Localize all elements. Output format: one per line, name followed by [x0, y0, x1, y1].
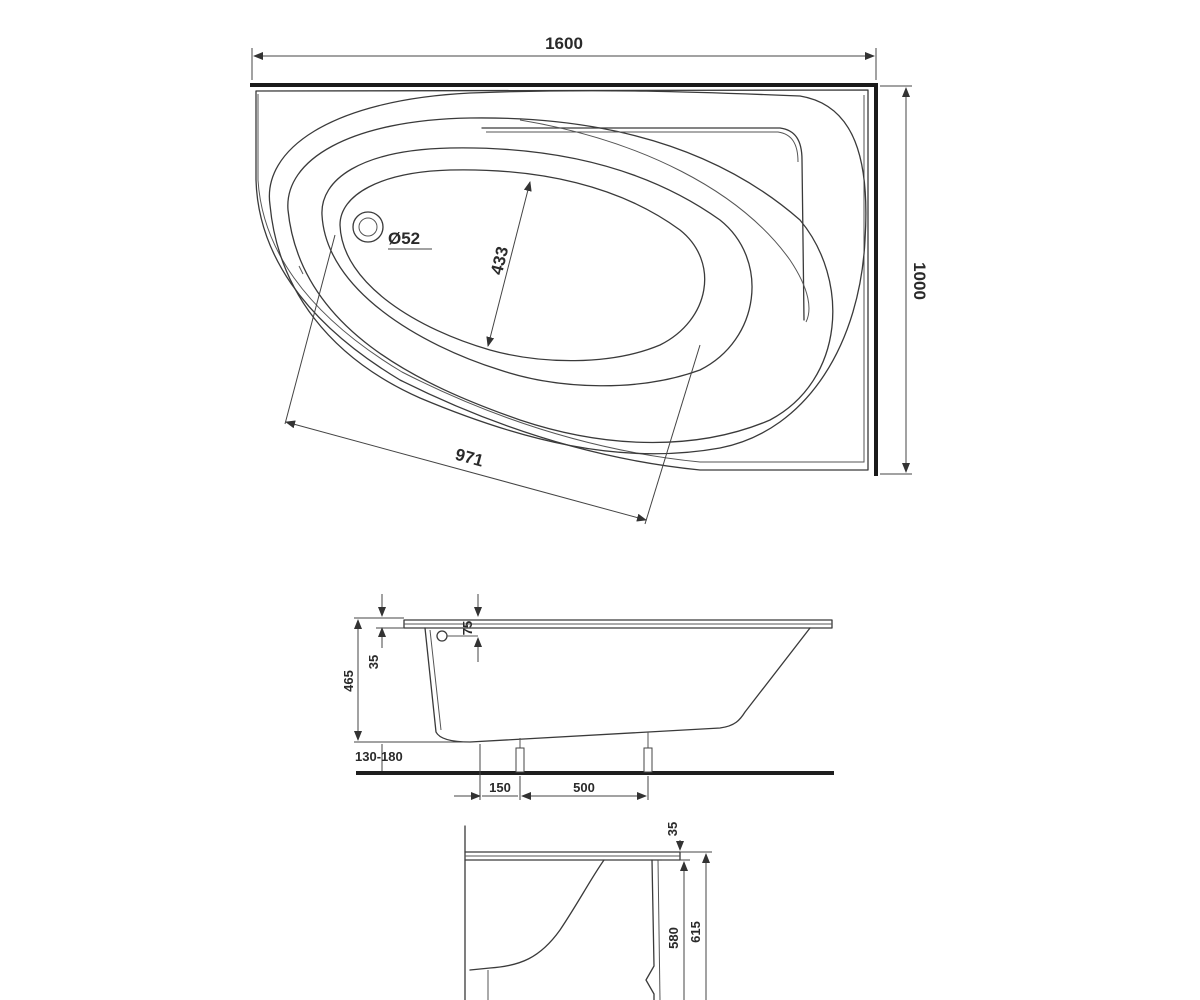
rim-label: 35	[366, 655, 381, 669]
tub-body	[424, 627, 811, 743]
width-label: 1600	[545, 34, 583, 53]
basin-edge-inner	[321, 147, 753, 387]
outer-height-label: 615	[688, 921, 703, 943]
basin-length-label: 971	[453, 445, 485, 471]
basin-width-label: 433	[487, 245, 512, 277]
end-side-wall	[645, 859, 655, 1000]
overflow-fitting	[436, 630, 448, 642]
outer-height-dimension: 615	[680, 851, 712, 1000]
legs-dimension: 130-180	[355, 744, 403, 771]
inner-height-dimension: 580	[662, 859, 690, 1000]
overflow-label: 75	[460, 621, 475, 635]
end-rim-label: 35	[665, 822, 680, 836]
leg-left	[515, 738, 525, 773]
end-tub-curve	[469, 859, 605, 971]
leg-right	[643, 732, 653, 773]
armrest-upper	[481, 127, 805, 321]
inner-basin-ring	[287, 117, 834, 444]
armrest-lower	[486, 131, 799, 163]
rim-thickness-dimension: 35	[366, 594, 404, 669]
depth-dimension: 1000	[880, 85, 929, 475]
side-view: 465 35 75 130-180 150	[341, 594, 834, 800]
drain-label: Ø52	[388, 229, 420, 248]
end-view: 35 580 615	[464, 822, 712, 1000]
outer-basin-ring	[268, 90, 867, 455]
end-rim-dimension: 35	[665, 822, 684, 851]
depth-label: 1000	[910, 262, 929, 300]
tub-body-inner	[429, 629, 442, 731]
rim-top	[403, 619, 833, 629]
tub-inner-rim	[257, 94, 865, 463]
leg-spacing-label: 500	[573, 780, 595, 795]
top-view: 1600 1000 Ø52	[250, 34, 929, 525]
armrest-swoop	[519, 119, 810, 323]
drain: Ø52	[352, 211, 432, 250]
height-dimension: 465	[341, 617, 470, 743]
basin-floor	[339, 169, 706, 362]
legs-label: 130-180	[355, 749, 403, 764]
inner-height-label: 580	[666, 927, 681, 949]
leg-offset-label: 150	[489, 780, 511, 795]
basin-length-dimension: 971	[284, 234, 701, 525]
center-tick	[298, 265, 304, 275]
overflow-dimension: 75	[460, 594, 482, 662]
basin-width-dimension: 433	[486, 181, 532, 347]
tub-outline	[255, 89, 869, 471]
leg-spacing-dimension: 150 500	[454, 744, 649, 800]
width-dimension: 1600	[251, 34, 877, 80]
height-label: 465	[341, 670, 356, 692]
